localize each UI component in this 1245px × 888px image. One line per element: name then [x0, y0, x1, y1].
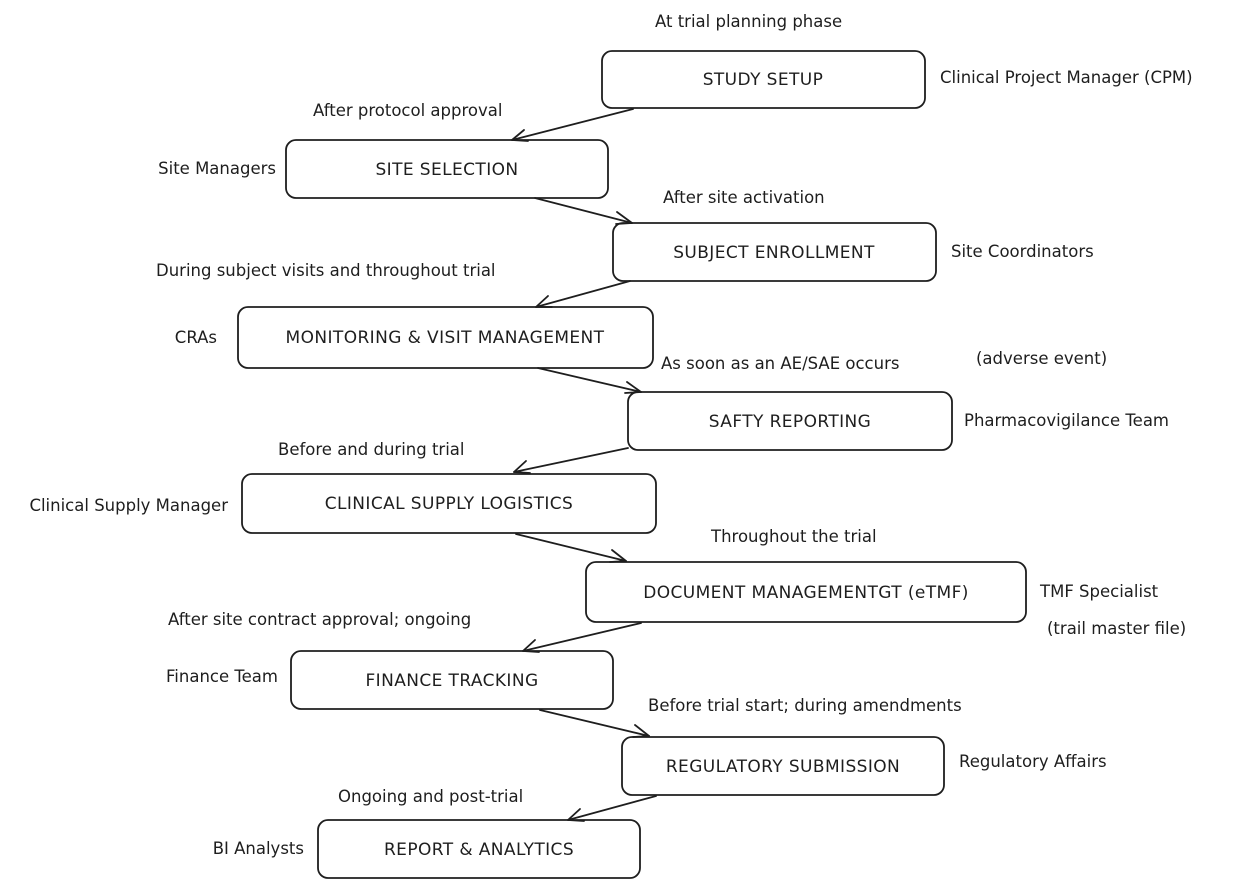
arrow-4	[537, 367, 642, 394]
step-finance-tracking-label: FINANCE TRACKING	[365, 671, 538, 691]
step-site-selection: SITE SELECTION	[285, 139, 609, 199]
timing-site-selection: After protocol approval	[313, 101, 502, 120]
timing-study-setup: At trial planning phase	[655, 12, 842, 31]
owner-safety-reporting: Pharmacovigilance Team	[964, 411, 1169, 430]
arrow-5	[513, 447, 629, 474]
step-regulatory-submission-label: REGULATORY SUBMISSION	[666, 757, 900, 777]
timing-clinical-supply: Before and during trial	[278, 440, 465, 459]
step-subject-enrollment-label: SUBJECT ENROLLMENT	[673, 243, 875, 263]
owner-note-document-management: (trail master file)	[1047, 619, 1186, 638]
owner-monitoring: CRAs	[175, 328, 217, 347]
owner-document-management: TMF Specialist	[1039, 582, 1159, 601]
timing-document-management: Throughout the trial	[710, 527, 877, 546]
step-finance-tracking: FINANCE TRACKING	[290, 650, 614, 710]
step-safety-reporting-label: SAFTY REPORTING	[709, 412, 871, 432]
owner-subject-enrollment: Site Coordinators	[951, 242, 1094, 261]
step-clinical-supply: CLINICAL SUPPLY LOGISTICS	[241, 473, 657, 534]
arrow-1	[511, 108, 634, 142]
owner-regulatory-submission: Regulatory Affairs	[959, 752, 1107, 771]
step-site-selection-label: SITE SELECTION	[375, 160, 518, 180]
step-monitoring-label: MONITORING & VISIT MANAGEMENT	[286, 328, 605, 348]
timing-subject-enrollment: After site activation	[663, 188, 825, 207]
timing-regulatory-submission: Before trial start; during amendments	[648, 696, 962, 715]
owner-clinical-supply: Clinical Supply Manager	[29, 496, 228, 515]
step-safety-reporting: SAFTY REPORTING	[627, 391, 953, 451]
timing-safety-reporting: As soon as an AE/SAE occurs	[661, 354, 899, 373]
step-study-setup: STUDY SETUP	[601, 50, 926, 109]
arrow-3	[535, 280, 631, 308]
step-report-analytics: REPORT & ANALYTICS	[317, 819, 641, 879]
step-monitoring: MONITORING & VISIT MANAGEMENT	[237, 306, 654, 369]
arrow-6	[515, 533, 627, 563]
step-report-analytics-label: REPORT & ANALYTICS	[384, 840, 574, 860]
arrow-8	[539, 709, 650, 738]
step-document-management-label: DOCUMENT MANAGEMENTGT (eTMF)	[643, 583, 969, 603]
owner-report-analytics: BI Analysts	[213, 839, 304, 858]
step-study-setup-label: STUDY SETUP	[703, 70, 824, 90]
owner-study-setup: Clinical Project Manager (CPM)	[940, 68, 1193, 87]
step-clinical-supply-label: CLINICAL SUPPLY LOGISTICS	[325, 494, 573, 514]
arrow-2	[534, 197, 633, 225]
timing-note-safety-reporting: (adverse event)	[976, 349, 1107, 368]
owner-finance-tracking: Finance Team	[166, 667, 278, 686]
owner-site-selection: Site Managers	[158, 159, 276, 178]
timing-monitoring: During subject visits and throughout tri…	[156, 261, 496, 280]
arrow-9	[567, 795, 657, 822]
timing-report-analytics: Ongoing and post-trial	[338, 787, 523, 806]
step-document-management: DOCUMENT MANAGEMENTGT (eTMF)	[585, 561, 1027, 623]
arrow-7	[522, 622, 642, 653]
timing-finance-tracking: After site contract approval; ongoing	[168, 610, 471, 629]
step-subject-enrollment: SUBJECT ENROLLMENT	[612, 222, 937, 282]
step-regulatory-submission: REGULATORY SUBMISSION	[621, 736, 945, 796]
